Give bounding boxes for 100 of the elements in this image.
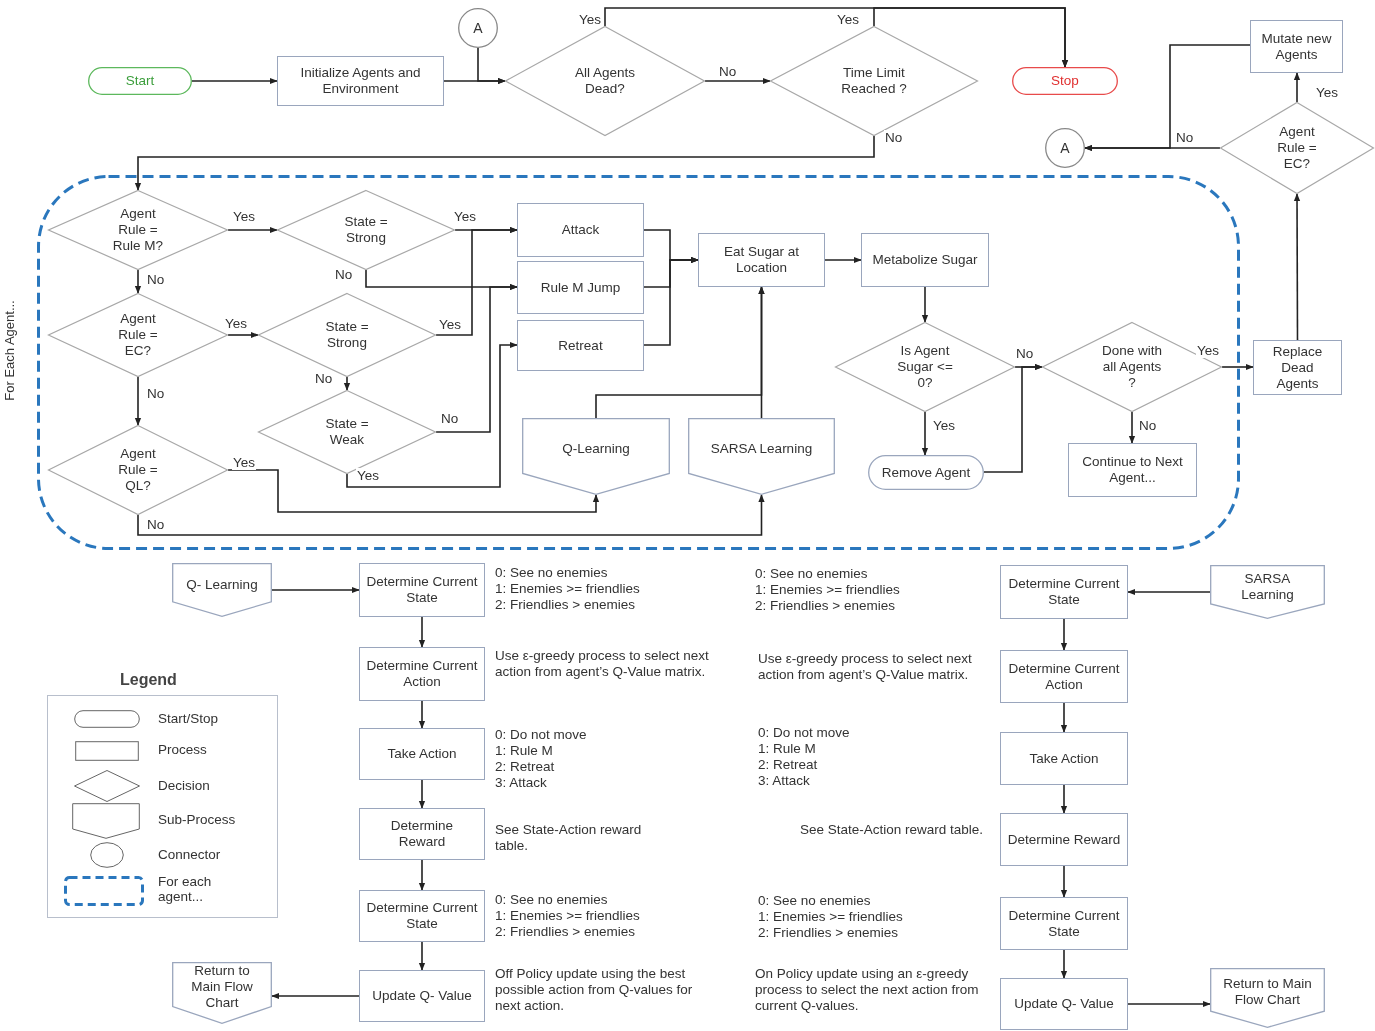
node-text: Done with all Agents ?: [1101, 343, 1163, 391]
annotation-text: 0: See no enemies: [495, 892, 608, 908]
node-text: Return to Main Flow Chart: [190, 962, 254, 1011]
process-box: [1000, 650, 1128, 703]
legend-label: Sub-Process: [158, 812, 237, 827]
process-box: [359, 563, 485, 617]
arrow: [227, 469, 600, 513]
annotation-text: Use ε-greedy process to select next action from agent’s Q-Value matrix.: [495, 648, 710, 680]
edge-label: No: [146, 386, 166, 401]
node-text: Remove Agent: [881, 464, 971, 481]
process-box: [517, 203, 644, 257]
process-box: [517, 320, 644, 371]
annotation-text: 1: Rule M: [758, 741, 816, 757]
process-box: [1068, 443, 1197, 497]
decision-diamond: [1220, 102, 1374, 194]
arrow: [873, 7, 1069, 68]
annotation-text: 2: Friendlies > enemies: [495, 924, 635, 940]
subprocess-shape: [1210, 565, 1325, 619]
decision-diamond: [48, 190, 228, 270]
edge-label: Yes: [232, 209, 257, 224]
annotation-text: On Policy update using an ε-greedy process to select the next action from current Q-values.: [755, 966, 980, 1014]
node-text: A: [473, 20, 483, 36]
node-text: Agent Rule = QL?: [117, 446, 159, 494]
connector-circle: [458, 8, 498, 48]
edge-label: Yes: [1196, 343, 1221, 358]
annotation-text: 2: Friendlies > enemies: [495, 597, 635, 613]
node-text: Determine Current Action: [1007, 660, 1121, 693]
arrow: [227, 226, 278, 234]
arrow: [134, 376, 142, 426]
edge-label: Yes: [438, 317, 463, 332]
arrow: [271, 992, 360, 1000]
arrow: [271, 586, 360, 594]
arrow: [824, 256, 862, 264]
arrow: [921, 411, 929, 456]
edge-label: Yes: [932, 418, 957, 433]
decision-diamond: [505, 26, 705, 136]
arrow: [134, 135, 875, 191]
annotation-text: 2: Friendlies > enemies: [755, 598, 895, 614]
legend-label: Connector: [158, 847, 222, 862]
node-text: Q-Learning: [561, 440, 631, 457]
process-box: [1000, 813, 1128, 866]
node-text: State = Weak: [324, 416, 370, 448]
node-text: Update Q- Value: [372, 988, 472, 1004]
process-box: [517, 261, 644, 314]
annotation-text: 1: Enemies >= friendlies: [755, 582, 900, 598]
annotation-text: 1: Enemies >= friendlies: [495, 908, 640, 924]
edge-label: Yes: [232, 455, 257, 470]
edge-label: No: [334, 267, 354, 282]
annotation-text: See State-Action reward table.: [495, 822, 643, 854]
node-text: Mutate new Agents: [1260, 30, 1333, 63]
legend-label: Start/Stop: [158, 711, 220, 726]
annotation-text: 1: Rule M: [495, 743, 553, 759]
annotation-text: 0: See no enemies: [495, 565, 608, 581]
edge-label: Yes: [836, 12, 861, 27]
node-text: Eat Sugar at Location: [722, 244, 801, 276]
arrow: [1060, 949, 1068, 979]
process-box: [359, 647, 485, 701]
process-box: [1250, 20, 1343, 73]
node-text: Retreat: [558, 337, 603, 354]
annotation-text: 2: Friendlies > enemies: [758, 925, 898, 941]
process-box: [277, 56, 444, 106]
annotation-text: Off Policy update using the best possible action from Q-values for next action.: [495, 966, 694, 1014]
edge-label: Yes: [453, 209, 478, 224]
arrow: [134, 269, 142, 294]
annotation-text: 3: Attack: [495, 775, 547, 791]
node-text: Return to Main Flow Chart: [1222, 976, 1313, 1008]
arrow: [1060, 784, 1068, 814]
annotation-text: 1: Enemies >= friendlies: [758, 909, 903, 925]
node-text: Rule M Jump: [540, 279, 621, 296]
loop-heading: For Each Agent...: [1, 300, 17, 401]
node-text: Determine Current Action: [366, 658, 478, 690]
edge-label: No: [884, 130, 904, 145]
node-text: Update Q- Value: [1014, 996, 1114, 1012]
arrow: [418, 700, 426, 729]
node-text: Initialize Agents and Environment: [299, 65, 422, 97]
arrow: [1060, 702, 1068, 733]
arrow: [1221, 363, 1254, 371]
node-text: Agent Rule = EC?: [117, 311, 159, 359]
node-text: State = Strong: [343, 214, 389, 246]
annotation-text: 2: Retreat: [758, 757, 818, 773]
arrow: [435, 283, 518, 433]
edge-label: No: [718, 64, 738, 79]
edge-label: No: [440, 411, 460, 426]
annotation-text: 1: Enemies >= friendlies: [495, 581, 640, 597]
terminator-shape: [88, 67, 192, 95]
node-text: Agent Rule = Rule M?: [111, 206, 165, 254]
arrow: [704, 77, 771, 85]
arrow: [418, 859, 426, 891]
node-text: Take Action: [1029, 750, 1099, 767]
annotation-text: 0: Do not move: [758, 725, 850, 741]
legend-label: Process: [158, 742, 208, 757]
annotation-text: Use ε-greedy process to select next action from agent’s Q-Value matrix.: [758, 651, 973, 683]
process-box: [359, 890, 485, 942]
process-box: [698, 233, 825, 287]
annotation-text: 2: Retreat: [495, 759, 555, 775]
node-text: Continue to Next Agent...: [1081, 454, 1184, 486]
node-text: Start: [125, 73, 155, 89]
arrow: [418, 941, 426, 971]
node-text: Determine Current State: [366, 574, 478, 606]
arrow: [1060, 865, 1068, 898]
